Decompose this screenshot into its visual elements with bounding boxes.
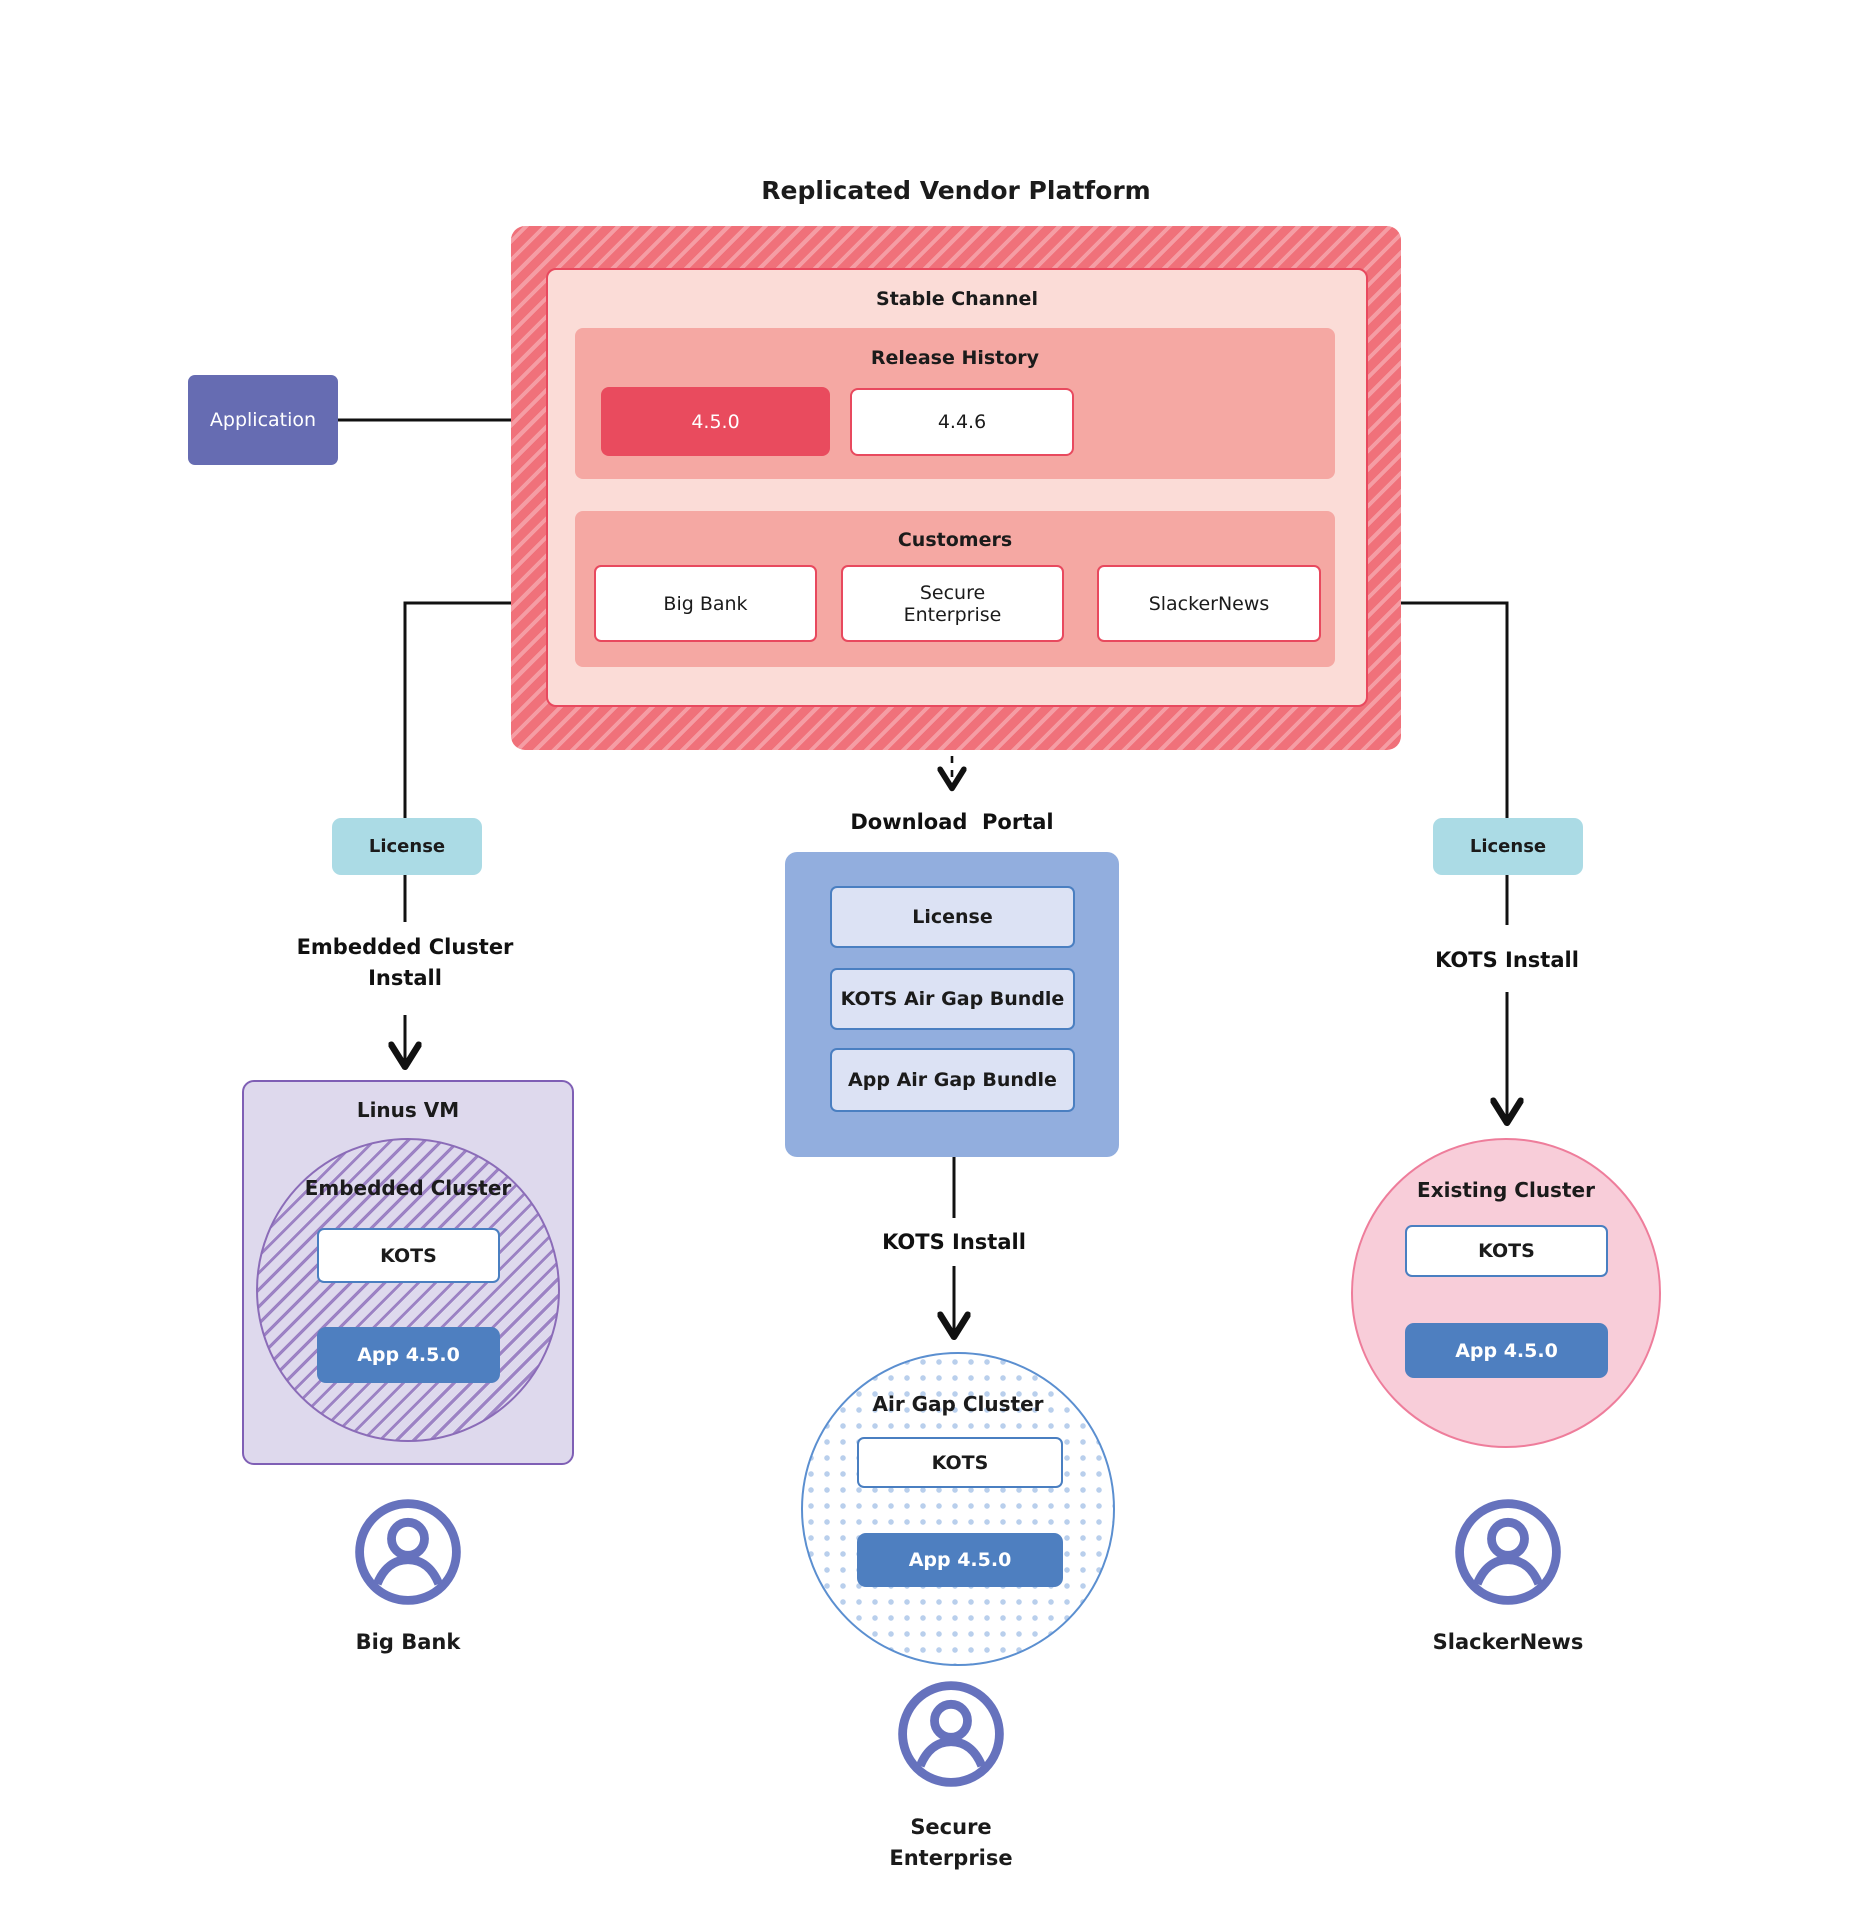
secure-enterprise-user-label: Secure Enterprise xyxy=(889,1815,1013,1870)
customer-big-bank: Big Bank xyxy=(594,565,817,642)
air-gap-cluster-label: Air Gap Cluster xyxy=(872,1392,1044,1416)
linus-vm-label: Linus VM xyxy=(356,1098,460,1122)
app-box-center: App 4.5.0 xyxy=(857,1533,1063,1587)
customers-label: Customers xyxy=(897,529,1013,551)
embedded-cluster-circle xyxy=(256,1138,560,1442)
air-gap-cluster-circle xyxy=(801,1352,1115,1666)
stable-channel-label: Stable Channel xyxy=(876,288,1038,310)
release-version-446: 4.4.6 xyxy=(850,388,1074,456)
release-version-450: 4.5.0 xyxy=(601,387,830,456)
customer-slackernews: SlackerNews xyxy=(1097,565,1321,642)
portal-item-kots-airgap-bundle: KOTS Air Gap Bundle xyxy=(830,968,1075,1030)
customer-secure-enterprise: Secure Enterprise xyxy=(841,565,1064,642)
application-box: Application xyxy=(188,375,338,465)
existing-cluster-circle xyxy=(1351,1138,1661,1448)
embedded-cluster-install-label: Embedded Cluster Install xyxy=(296,935,514,990)
kots-box-left: KOTS xyxy=(317,1228,500,1283)
portal-item-app-airgap-bundle: App Air Gap Bundle xyxy=(830,1048,1075,1112)
kots-install-label-right: KOTS Install xyxy=(1435,948,1579,972)
kots-box-center: KOTS xyxy=(857,1437,1063,1488)
release-history-label: Release History xyxy=(870,347,1040,369)
portal-item-license: License xyxy=(830,886,1075,948)
existing-cluster-label: Existing Cluster xyxy=(1417,1178,1595,1202)
app-box-left: App 4.5.0 xyxy=(317,1327,500,1383)
user-icon xyxy=(355,1499,461,1605)
user-icon xyxy=(1455,1499,1561,1605)
app-box-right: App 4.5.0 xyxy=(1405,1323,1608,1378)
diagram-title: Replicated Vendor Platform xyxy=(761,176,1151,205)
user-icon xyxy=(898,1681,1004,1787)
kots-box-right: KOTS xyxy=(1405,1225,1608,1277)
big-bank-user-label: Big Bank xyxy=(355,1630,461,1654)
license-box-left: License xyxy=(332,818,482,875)
license-box-right: License xyxy=(1433,818,1583,875)
kots-install-label-center: KOTS Install xyxy=(882,1230,1026,1254)
slackernews-user-label: SlackerNews xyxy=(1432,1630,1584,1654)
embedded-cluster-label: Embedded Cluster xyxy=(304,1176,512,1200)
download-portal-title: Download Portal xyxy=(850,810,1054,834)
